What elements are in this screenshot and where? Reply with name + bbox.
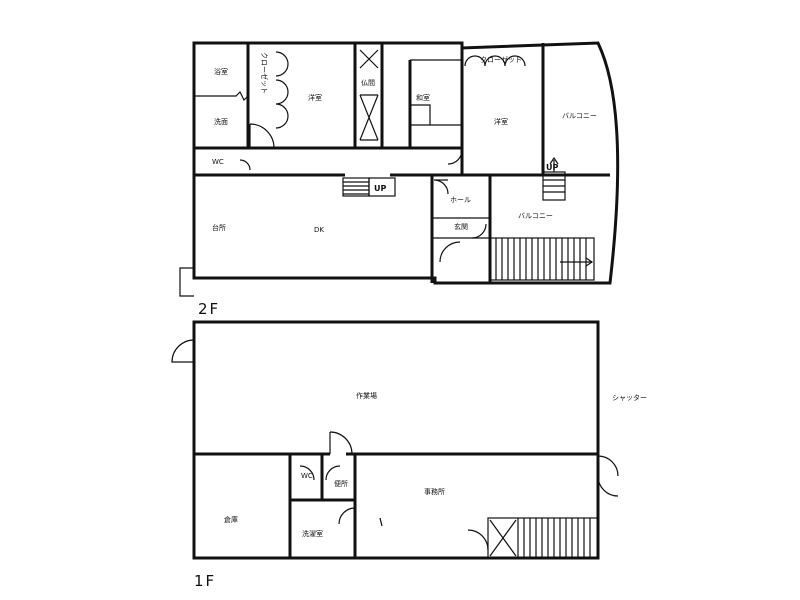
- stairs-1f: [487, 517, 599, 559]
- room-2f-entrance: 玄関: [454, 222, 468, 231]
- room-2f-dk: DK: [314, 226, 324, 234]
- wall-2f-outer: [192, 41, 620, 285]
- room-1f-workshop: 作業場: [356, 391, 377, 400]
- wall-2f-mid: [194, 146, 462, 177]
- tatami-2f: [410, 59, 462, 126]
- stairs-2f-lower: [489, 237, 595, 281]
- room-2f-balcony-right: バルコニー: [562, 112, 597, 120]
- floor-2f: 浴室 洗面 WC クローゼット 洋室 仏間 和室 クローゼット 洋室 バルコニー…: [179, 41, 620, 318]
- room-2f-closet-right: クローゼット: [480, 55, 522, 64]
- wall-1f-outer: [192, 320, 600, 560]
- stairs-2f-dk: [342, 177, 396, 197]
- doors-2f: [239, 51, 526, 263]
- room-1f-storage: 洗濯室: [302, 529, 323, 538]
- floor-label-2f: 2F: [198, 300, 220, 318]
- stairs-2f-balcony: [542, 156, 566, 201]
- room-2f-hall: ホール: [450, 196, 471, 204]
- mark-1f: [379, 517, 383, 527]
- room-2f-washroom: 洗面: [214, 117, 228, 126]
- wall-2f-entr: [432, 217, 490, 239]
- room-2f-western-left: 洋室: [308, 93, 322, 102]
- room-1f-shutter: シャッター: [612, 393, 647, 402]
- room-1f-wc: WC: [301, 472, 313, 480]
- room-1f-office: 事務所: [424, 487, 445, 496]
- room-2f-closet-left: クローゼット: [260, 52, 269, 94]
- room-2f-kitchen: 台所: [212, 223, 226, 232]
- altar-hatch: [359, 49, 379, 141]
- doors-1f: [171, 339, 619, 551]
- room-2f-balcony-center: バルコニー: [518, 212, 553, 220]
- room-1f-warehouse: 倉庫: [224, 515, 238, 524]
- room-2f-bath: 浴室: [214, 67, 228, 76]
- wall-2f-bath: [194, 90, 249, 102]
- up-label-left: UP: [374, 184, 386, 193]
- floor-label-1f: 1F: [194, 572, 216, 590]
- room-2f-altar: 仏間: [361, 79, 375, 87]
- room-1f-toilet: 便所: [334, 479, 348, 488]
- room-2f-japanese: 和室: [416, 93, 430, 102]
- wall-2f-notch: [179, 267, 194, 297]
- floor-1f: 作業場 シャッター WC 便所 倉庫 洗濯室 事務所 1F: [171, 320, 647, 590]
- room-2f-wc: WC: [212, 158, 224, 166]
- up-label-right: UP: [546, 163, 558, 172]
- room-2f-western-right: 洋室: [494, 117, 508, 126]
